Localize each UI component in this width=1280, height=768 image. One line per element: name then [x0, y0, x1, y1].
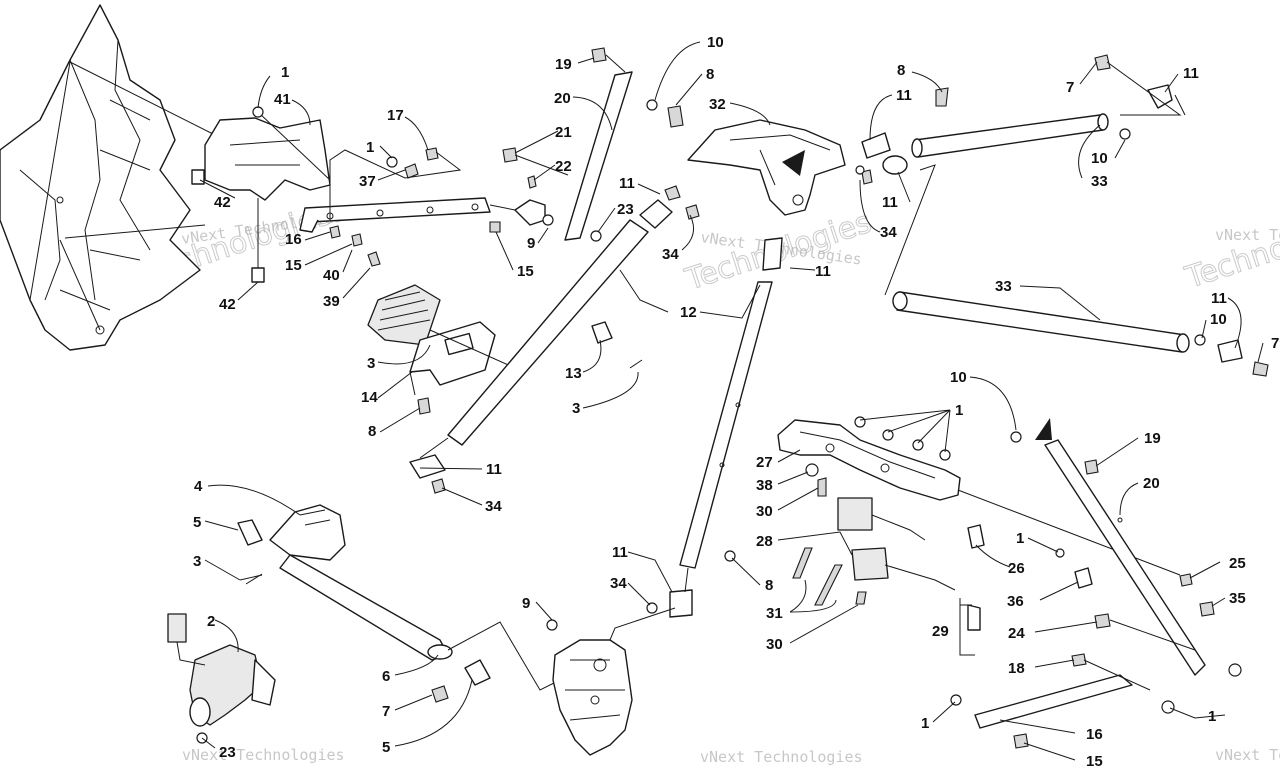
- callout-11: 11: [619, 175, 635, 192]
- callout-12: 12: [680, 304, 697, 321]
- callout-8: 8: [368, 423, 376, 440]
- callout-10: 10: [1210, 311, 1227, 328]
- callout-11: 11: [612, 544, 628, 561]
- callout-8: 8: [706, 66, 714, 83]
- callout-14: 14: [361, 389, 378, 406]
- callout-24: 24: [1008, 625, 1025, 642]
- crossmember-bracket: [299, 147, 554, 267]
- callout-21: 21: [555, 124, 572, 141]
- steering-rack-assembly: [777, 416, 1181, 656]
- callout-37: 37: [359, 173, 376, 190]
- chassis-fragment-left: [0, 4, 216, 351]
- watermark-text: vNext Technologies: [1215, 226, 1280, 244]
- callout-35: 35: [1229, 590, 1246, 607]
- callout-31: 31: [766, 605, 783, 622]
- callout-33: 33: [995, 278, 1012, 295]
- callout-11: 11: [1183, 65, 1199, 82]
- callout-11: 11: [896, 87, 912, 104]
- callout-1: 1: [281, 64, 289, 81]
- callout-11: 11: [486, 461, 502, 478]
- callout-26: 26: [1008, 560, 1025, 577]
- callout-1: 1: [1016, 530, 1024, 547]
- callout-9: 9: [527, 235, 535, 252]
- callout-20: 20: [554, 90, 571, 107]
- callout-33: 33: [1091, 173, 1108, 190]
- callout-40: 40: [323, 267, 340, 284]
- watermark-text: Technologies: [1181, 203, 1280, 296]
- callout-25: 25: [1229, 555, 1246, 572]
- callout-11: 11: [815, 263, 831, 280]
- callout-6: 6: [382, 668, 390, 685]
- tie-rod-lower-right: [950, 418, 1242, 749]
- callout-5: 5: [382, 739, 390, 756]
- steering-gear-housing: [667, 105, 846, 216]
- callout-30: 30: [766, 636, 783, 653]
- callout-13: 13: [565, 365, 582, 382]
- callout-1: 1: [366, 139, 374, 156]
- steering-shaft-upper: [409, 185, 700, 494]
- callout-1: 1: [921, 715, 929, 732]
- callout-17: 17: [387, 107, 404, 124]
- chassis-fragment-center: [546, 607, 676, 756]
- callout-16: 16: [1086, 726, 1103, 743]
- callout-34: 34: [662, 246, 679, 263]
- callout-15: 15: [285, 257, 302, 274]
- callout-34: 34: [880, 224, 897, 241]
- callout-11: 11: [882, 194, 898, 211]
- watermark-text: vNext Technologies: [1215, 746, 1280, 764]
- steering-shaft-lower: [646, 237, 783, 618]
- misc-hardware: [245, 165, 865, 585]
- tie-rod-upper-left: [502, 47, 658, 242]
- callout-3: 3: [193, 553, 201, 570]
- leader-lines: [199, 41, 1264, 761]
- callout-10: 10: [707, 34, 724, 51]
- callout-34: 34: [610, 575, 627, 592]
- callout-22: 22: [555, 158, 572, 175]
- crossover-shafts: [861, 54, 1269, 377]
- callout-11: 11: [1211, 290, 1227, 307]
- callout-8: 8: [897, 62, 905, 79]
- callout-41: 41: [274, 91, 291, 108]
- callout-20: 20: [1143, 475, 1160, 492]
- callout-32: 32: [709, 96, 726, 113]
- callout-39: 39: [323, 293, 340, 310]
- callout-23: 23: [617, 201, 634, 218]
- callout-30: 30: [756, 503, 773, 520]
- callout-8: 8: [765, 577, 773, 594]
- callout-19: 19: [555, 56, 572, 73]
- callout-42: 42: [214, 194, 231, 211]
- callout-18: 18: [1008, 660, 1025, 677]
- callout-15: 15: [517, 263, 534, 280]
- callout-28: 28: [756, 533, 773, 550]
- callout-10: 10: [1091, 150, 1108, 167]
- callout-labels: 1 41 42 42 17 1 37 16 15 40 39 9 15 19 2…: [193, 34, 1279, 768]
- callout-3: 3: [572, 400, 580, 417]
- callout-29: 29: [932, 623, 949, 640]
- callout-3: 3: [367, 355, 375, 372]
- callout-34: 34: [485, 498, 502, 515]
- callout-1: 1: [955, 402, 963, 419]
- callout-7: 7: [382, 703, 390, 720]
- callout-5: 5: [193, 514, 201, 531]
- watermark-text: vNext Technologies: [182, 746, 345, 764]
- callout-10: 10: [950, 369, 967, 386]
- control-module: [367, 284, 516, 415]
- callout-7: 7: [1066, 79, 1074, 96]
- callout-38: 38: [756, 477, 773, 494]
- callout-36: 36: [1007, 593, 1024, 610]
- watermark-text: vNext Technologies: [700, 748, 863, 766]
- callout-23: 23: [219, 744, 236, 761]
- callout-19: 19: [1144, 430, 1161, 447]
- lower-bracket-assembly: [167, 504, 561, 744]
- callout-4: 4: [194, 478, 203, 495]
- callout-42: 42: [219, 296, 236, 313]
- callout-16: 16: [285, 231, 302, 248]
- callout-15: 15: [1086, 753, 1103, 768]
- callout-27: 27: [756, 454, 773, 471]
- callout-2: 2: [207, 613, 215, 630]
- callout-7: 7: [1271, 335, 1279, 352]
- callout-9: 9: [522, 595, 530, 612]
- callout-1: 1: [1208, 708, 1216, 725]
